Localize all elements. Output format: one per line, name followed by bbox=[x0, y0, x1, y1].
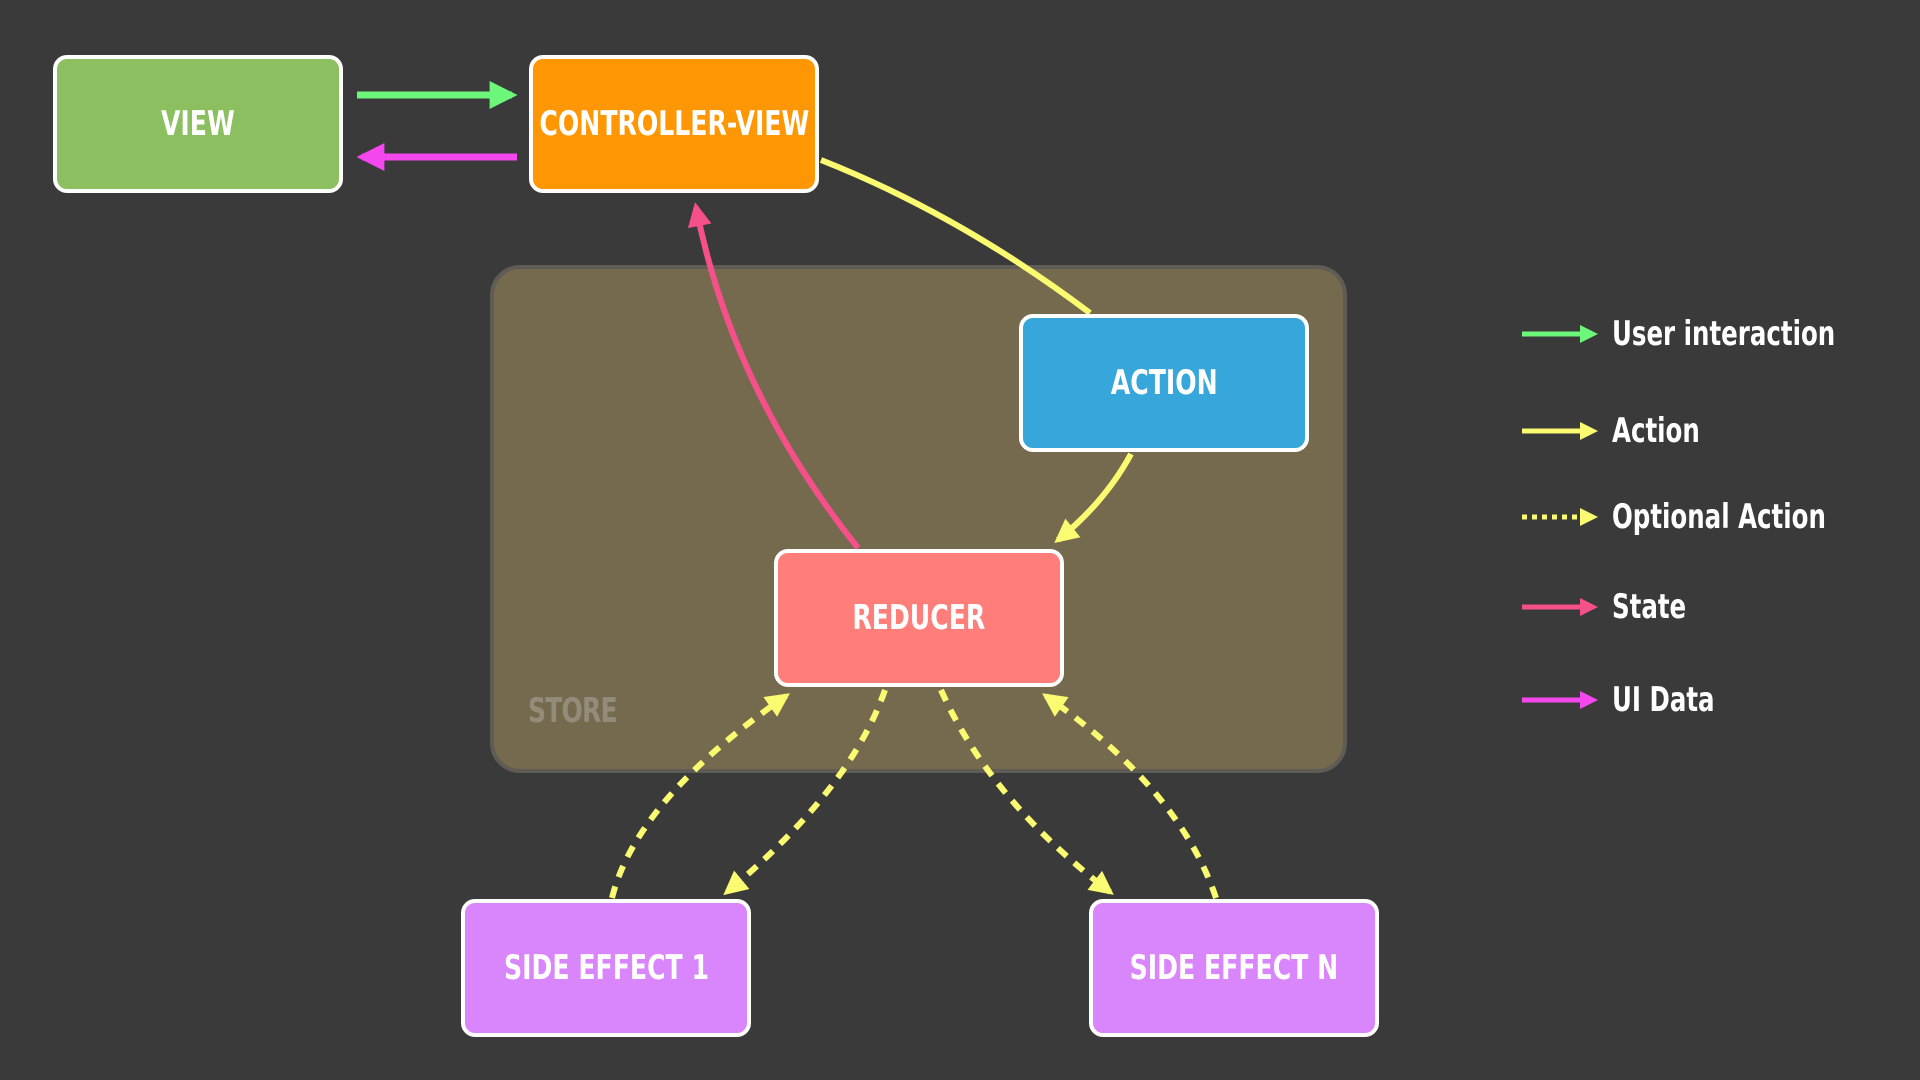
store-label: STORE bbox=[528, 691, 618, 731]
legend-item-optional-action: Optional Action bbox=[1518, 492, 1909, 542]
edge-reducer-to-side-effect-1 bbox=[723, 689, 888, 896]
action-node: ACTION bbox=[1019, 314, 1309, 452]
legend-arrow-action bbox=[1522, 422, 1598, 440]
side-effect-n-node-label: SIDE EFFECT N bbox=[1129, 948, 1339, 988]
legend-arrow-state bbox=[1522, 598, 1598, 616]
edge-reducer-to-controller-view bbox=[687, 202, 861, 550]
legend-arrow-optional-action bbox=[1522, 508, 1598, 526]
legend-arrow-ui-data bbox=[1522, 691, 1598, 709]
side-effect-1-node: SIDE EFFECT 1 bbox=[461, 899, 751, 1037]
edge-action-to-reducer bbox=[1054, 452, 1134, 544]
side-effect-1-node-label: SIDE EFFECT 1 bbox=[503, 948, 709, 988]
view-node-label: VIEW bbox=[161, 104, 235, 144]
edge-reducer-to-side-effect-n bbox=[938, 688, 1114, 895]
edge-controller-view-to-action bbox=[819, 157, 1092, 316]
controller-view-node-label: CONTROLLER-VIEW bbox=[539, 104, 809, 144]
legend-label: Action bbox=[1612, 411, 1700, 451]
legend-item-state: State bbox=[1518, 582, 1715, 632]
legend-label: UI Data bbox=[1612, 680, 1715, 720]
view-node: VIEW bbox=[53, 55, 343, 193]
legend-label: Optional Action bbox=[1612, 497, 1826, 537]
legend-item-action: Action bbox=[1518, 406, 1734, 456]
action-node-label: ACTION bbox=[1110, 363, 1218, 403]
controller-view-node: CONTROLLER-VIEW bbox=[529, 55, 819, 193]
legend-label: State bbox=[1612, 587, 1687, 627]
side-effect-n-node: SIDE EFFECT N bbox=[1089, 899, 1379, 1037]
legend-item-ui-data: UI Data bbox=[1518, 675, 1754, 725]
edge-side-effect-n-to-reducer bbox=[1042, 693, 1219, 899]
edge-side-effect-1-to-reducer bbox=[609, 693, 790, 899]
legend-label: User interaction bbox=[1612, 314, 1836, 354]
reducer-node-label: REDUCER bbox=[852, 598, 986, 638]
legend-item-user-interaction: User interaction bbox=[1518, 309, 1920, 359]
reducer-node: REDUCER bbox=[774, 549, 1064, 687]
legend-arrow-user-interaction bbox=[1522, 325, 1598, 343]
